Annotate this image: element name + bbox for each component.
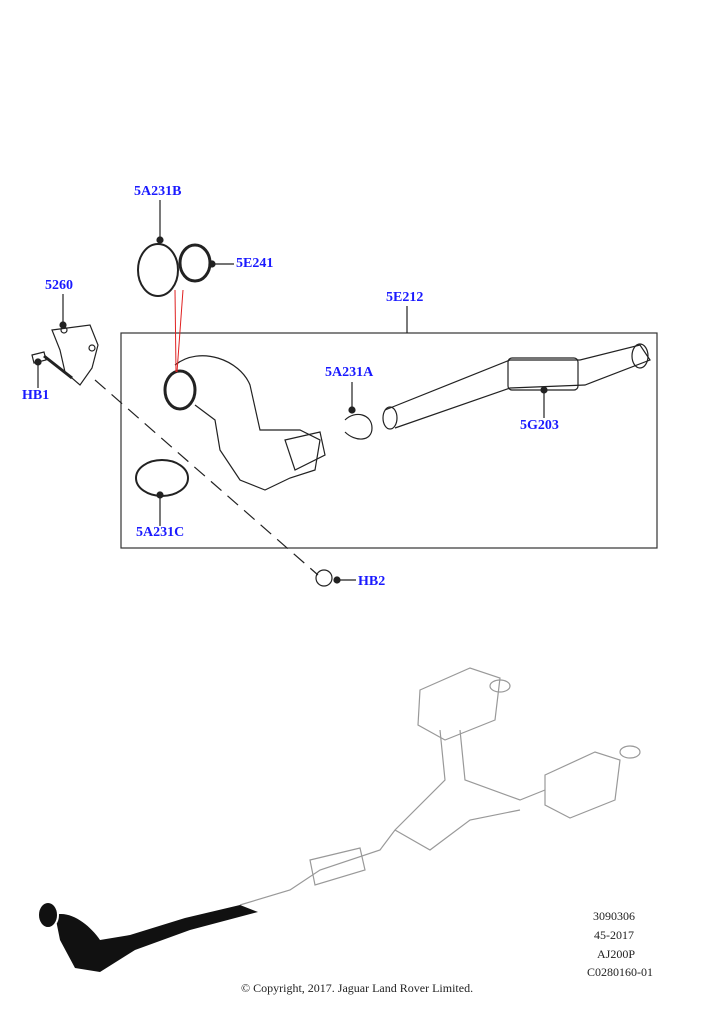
meta-engine: AJ200P <box>596 947 635 961</box>
clamp-5a231b <box>137 243 179 297</box>
callout-5e241[interactable]: 5E241 <box>236 256 274 271</box>
clamp-5a231c <box>135 459 189 497</box>
pipe-5e212 <box>384 344 651 429</box>
clamp-5a231a <box>344 413 373 440</box>
callout-hb2[interactable]: HB2 <box>358 574 386 589</box>
callout-5a231c[interactable]: 5A231C <box>136 525 185 540</box>
gasket-5e241 <box>178 243 212 283</box>
highlighted-catalyst-pipe <box>37 901 258 972</box>
meta-date: 45-2017 <box>594 928 634 942</box>
bracket-5260 <box>51 324 99 386</box>
callout-5a231b[interactable]: 5A231B <box>134 184 182 199</box>
nut-hb2 <box>315 569 333 587</box>
callout-5e212[interactable]: 5E212 <box>386 290 424 305</box>
copyright-notice: © Copyright, 2017. Jaguar Land Rover Lim… <box>241 981 474 995</box>
callout-5g203[interactable]: 5G203 <box>520 418 559 433</box>
callout-5260[interactable]: 5260 <box>45 278 73 293</box>
catalytic-converter <box>174 355 321 491</box>
meta-illustration-code: C0280160-01 <box>587 965 653 979</box>
meta-number: 3090306 <box>593 909 635 923</box>
callout-5a231a[interactable]: 5A231A <box>325 365 374 380</box>
catalyst-inlet <box>163 369 197 411</box>
assembly-box <box>120 332 658 549</box>
callout-hb1[interactable]: HB1 <box>22 388 50 403</box>
full-exhaust-system <box>239 667 641 906</box>
